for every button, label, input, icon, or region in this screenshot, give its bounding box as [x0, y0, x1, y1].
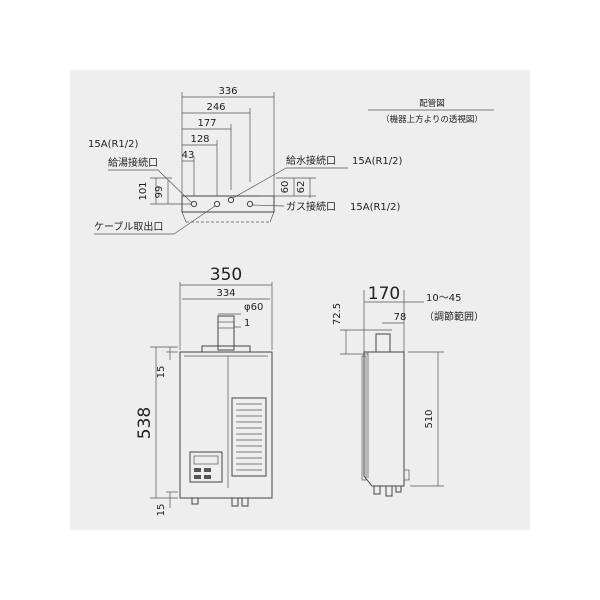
side-range-note: （調節範囲）: [424, 310, 484, 323]
gas-inlet-mark: [246, 200, 254, 208]
hot-water-outlet-mark: [190, 200, 198, 208]
front-inner-width: 334: [216, 288, 235, 299]
wall-bracket: [361, 355, 367, 481]
side-view: 170 10～45 （調節範囲） 78 72.5: [332, 284, 484, 497]
unit-corner-right: [269, 211, 275, 223]
top-bracket: [201, 345, 251, 353]
water-inlet-label: 給水接続口: [286, 154, 336, 167]
control-button-1: [194, 468, 201, 472]
heater-body-front: [179, 351, 273, 499]
side-pipe-offset: 78: [394, 312, 407, 323]
gas-inlet-size-label: 15A(R1/2): [350, 202, 401, 213]
gas-inlet-label: ガス接続口: [286, 200, 336, 213]
front-view: 350 334 φ60 1: [135, 265, 273, 517]
hot-water-leader: [157, 169, 193, 204]
hot-water-outlet-label: 給湯接続口: [108, 156, 158, 169]
flue-offset: 1: [244, 318, 250, 329]
control-panel: [189, 451, 223, 483]
dim-177: 177: [197, 118, 216, 129]
dim-62: 62: [296, 181, 307, 194]
side-depth: 170: [368, 284, 400, 304]
water-leader: [232, 167, 287, 199]
dim-99: 99: [154, 186, 165, 199]
front-bottom-fitting: [241, 497, 249, 507]
dim-128: 128: [190, 134, 209, 145]
front-bottom-margin: 15: [156, 504, 167, 517]
front-top-margin: 15: [156, 366, 167, 379]
dim-336: 336: [218, 86, 237, 97]
dim-246: 246: [206, 102, 225, 113]
grille-slats: [236, 403, 262, 471]
side-bottom-fitting: [385, 485, 393, 497]
cable-leader: [173, 205, 216, 235]
side-range: 10～45: [426, 293, 461, 304]
front-bottom-fitting: [231, 497, 239, 507]
flue-diameter: φ60: [244, 302, 263, 313]
cable-outlet-label: ケーブル取出口: [94, 220, 163, 233]
cable-outlet-mark: [213, 200, 221, 208]
flue-pipe: [217, 315, 235, 351]
heater-body-side: [363, 351, 405, 487]
piping-view-title: 配管図: [419, 98, 445, 109]
dim-101: 101: [138, 181, 149, 200]
unit-top-outline: [181, 195, 275, 213]
control-display: [193, 455, 219, 465]
control-button-4: [204, 475, 211, 479]
control-button-3: [194, 475, 201, 479]
water-inlet-size-label: 15A(R1/2): [352, 156, 403, 167]
front-grille: [231, 397, 267, 477]
side-bottom-fitting: [373, 485, 381, 495]
side-height: 510: [424, 409, 435, 428]
piping-view-subtitle: （機器上方よりの透視図）: [381, 114, 483, 125]
dim-43: 43: [182, 150, 195, 161]
unit-corner-left: [181, 211, 187, 223]
dim-60: 60: [280, 181, 291, 194]
front-height: 538: [135, 407, 155, 439]
hot-water-size-label: 15A(R1/2): [88, 139, 139, 150]
piping-view: 配管図 （機器上方よりの透視図） 336 246 177 128 43: [88, 86, 494, 235]
front-bottom-fitting: [191, 497, 199, 505]
side-flue-pipe: [375, 333, 391, 353]
drawing-area: [70, 70, 530, 530]
control-button-2: [204, 468, 211, 472]
side-knob: [403, 469, 410, 481]
gas-leader: [251, 204, 285, 207]
side-bottom-fitting: [395, 485, 402, 493]
water-inlet-mark: [227, 196, 235, 204]
side-top: 72.5: [332, 303, 343, 325]
front-width: 350: [210, 265, 242, 285]
